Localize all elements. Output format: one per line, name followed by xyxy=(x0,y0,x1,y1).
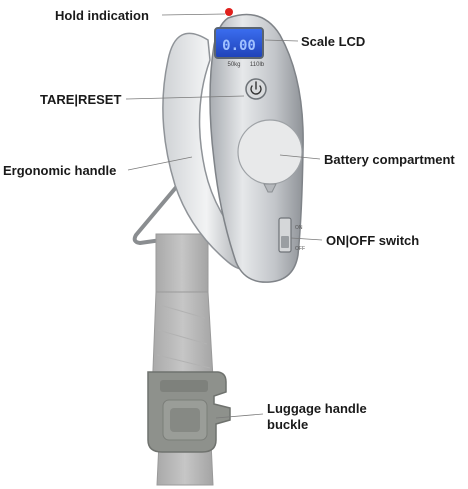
on-off-switch[interactable] xyxy=(278,217,292,253)
scale-lcd xyxy=(214,27,264,59)
luggage-handle-buckle-label: Luggage handle buckle xyxy=(267,401,367,432)
switch-on-label: ON xyxy=(295,225,303,231)
switch-off-label: OFF xyxy=(295,246,305,252)
ergonomic-handle-label: Ergonomic handle xyxy=(3,163,117,178)
leader-battery xyxy=(279,154,321,160)
leader-hold xyxy=(161,13,226,16)
tare-reset-button[interactable] xyxy=(245,78,267,100)
hold-indicator-light xyxy=(225,8,233,16)
luggage-buckle xyxy=(147,371,231,453)
ergonomic-handle xyxy=(162,32,251,270)
power-icon xyxy=(250,81,262,95)
leader-lines xyxy=(125,13,323,419)
unit-right-label: 110lb xyxy=(250,62,265,68)
hold-indication-label: Hold indication xyxy=(55,8,149,23)
lcd-reading: 0.00 xyxy=(222,38,256,54)
leader-tare xyxy=(125,95,245,100)
leader-buckle xyxy=(215,413,264,419)
metal-hook xyxy=(132,183,191,245)
battery-compartment xyxy=(237,119,303,185)
scale-lcd-label: Scale LCD xyxy=(301,34,366,49)
tare-reset-label: TARE|RESET xyxy=(40,92,122,107)
battery-compartment-label: Battery compartment xyxy=(324,152,455,167)
unit-left-label: 50kg xyxy=(227,62,240,68)
leader-onoff xyxy=(290,237,323,241)
leader-lcd xyxy=(264,39,299,42)
leader-ergo xyxy=(127,156,193,171)
on-off-switch-label: ON|OFF switch xyxy=(326,233,420,248)
